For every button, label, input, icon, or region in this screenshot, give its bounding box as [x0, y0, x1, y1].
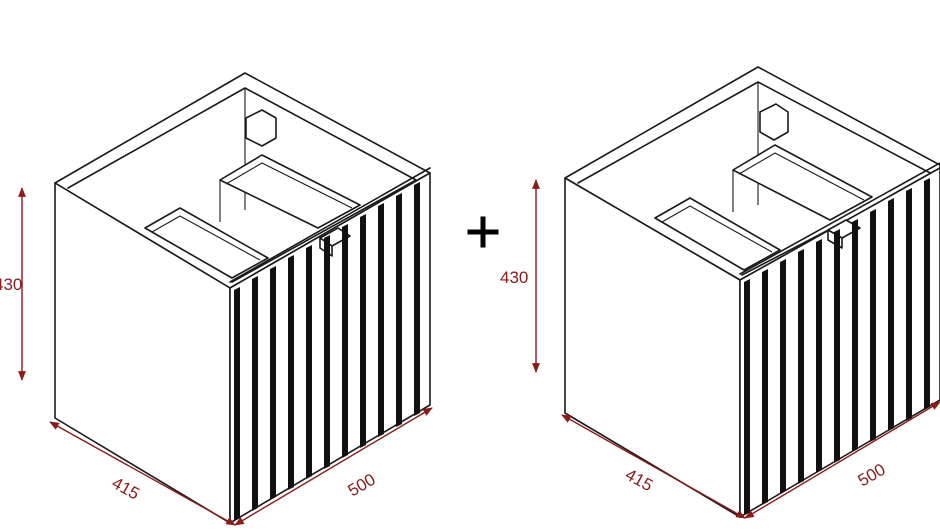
- dimensions-left: 430 415 500: [0, 187, 433, 526]
- plus-icon: [467, 216, 499, 248]
- dim-width-right: 500: [855, 460, 889, 491]
- dim-height-left: 430: [0, 275, 22, 294]
- dim-height-right: 430: [500, 268, 528, 287]
- dim-width-left: 500: [345, 470, 379, 501]
- dim-depth-left: 415: [109, 473, 143, 503]
- cabinet-right: [564, 66, 940, 518]
- dim-depth-right: 415: [622, 465, 656, 495]
